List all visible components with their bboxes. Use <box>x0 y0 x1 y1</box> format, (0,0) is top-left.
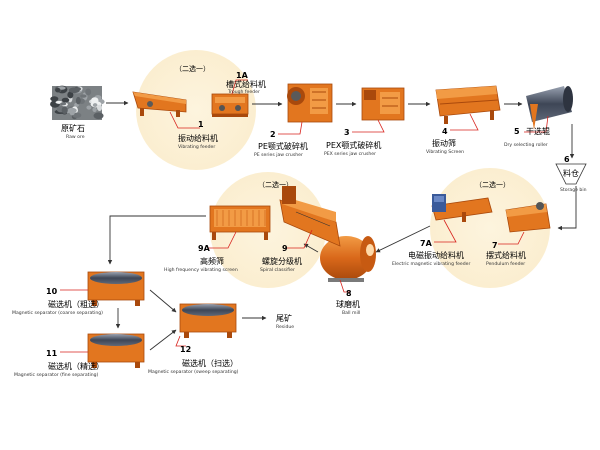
dry-roller-num: 5 <box>514 127 520 136</box>
dry-roller-zh: 干选辊 <box>526 126 550 136</box>
choose-one-label: （二选一） <box>258 180 293 189</box>
vibrating-screen-num: 4 <box>442 127 448 136</box>
ore-rock <box>75 96 81 105</box>
dry-roller-en: Dry selecting roller <box>504 142 548 148</box>
magnetic-separator-coarse-machine <box>87 271 145 306</box>
trough-feeder-machine <box>211 93 249 117</box>
ore-rock <box>93 112 104 120</box>
vibrating-feeder-zh: 振动给料机 <box>178 133 218 143</box>
pendulum-feeder-zh: 摆式给料机 <box>486 250 526 260</box>
leader-lines <box>60 79 549 353</box>
pe-crusher-zh: PE颚式破碎机 <box>258 141 308 151</box>
electric-feeder-en: Electric magnetic vibrating feeder <box>392 261 470 267</box>
spiral-classifier-machine <box>279 186 341 247</box>
mag-sep-coarse-num: 10 <box>46 287 58 296</box>
ore-rock <box>61 97 70 103</box>
ore-rock <box>97 104 103 111</box>
ore-rock <box>85 88 92 96</box>
ore-rock <box>92 103 98 107</box>
mag-sep-coarse-zh: 磁选机（粗选） <box>48 299 104 309</box>
spiral-classifier-num: 9 <box>282 244 288 253</box>
group-highlight-feeders <box>136 50 256 170</box>
ore-rock <box>80 94 87 98</box>
pendulum-feeder-machine <box>505 202 551 233</box>
ore-rock <box>69 110 75 116</box>
vibrating-feeder-num: 1 <box>198 120 204 129</box>
group-highlight-secondary-feeders <box>430 168 550 288</box>
ball-mill-machine <box>320 236 376 282</box>
raw-ore-zh: 原矿石 <box>61 123 85 133</box>
storage-bin-en: Storage bin <box>560 187 587 193</box>
residue-en: Residue <box>276 324 294 330</box>
ore-rock <box>55 87 61 93</box>
mag-sep-fine-zh: 磁选机（精选） <box>48 361 104 371</box>
dry-selecting-roller-machine <box>526 86 573 130</box>
mag-sep-sweep-num: 12 <box>180 345 191 354</box>
storage-bin-num: 6 <box>564 155 570 164</box>
hf-screen-zh: 高频筛 <box>200 256 224 266</box>
magnetic-separator-fine-machine <box>87 333 145 368</box>
mag-sep-sweep-zh: 磁选机（扫选） <box>182 358 238 368</box>
pex-crusher-en: PEX series jaw crusher <box>324 151 376 157</box>
spiral-classifier-zh: 螺旋分级机 <box>262 256 302 266</box>
trough-feeder-zh: 槽式给料机 <box>226 79 266 89</box>
ball-mill-num: 8 <box>346 289 352 298</box>
electric-feeder-zh: 电磁振动给料机 <box>408 250 464 260</box>
ore-rock <box>92 107 97 113</box>
spiral-classifier-en: Spiral classifier <box>260 267 295 273</box>
trough-feeder-num: 1A <box>236 71 249 80</box>
vibrating-screen-en: Vibrating Screen <box>426 149 464 155</box>
mag-sep-fine-en: Magnetic separator (fine separating) <box>14 372 99 378</box>
storage-bin-shape <box>555 163 587 185</box>
flow-arrows <box>106 100 577 351</box>
pe-crusher-num: 2 <box>270 130 276 139</box>
vibrating-feeder-en: Vibrating feeder <box>178 144 215 150</box>
pex-crusher-zh: PEX颚式破碎机 <box>326 140 381 150</box>
pex-crusher-num: 3 <box>344 128 350 137</box>
ball-mill-en: Ball mill <box>342 310 360 316</box>
choose-one-label: （二选一） <box>175 64 210 73</box>
vibrating-screen-machine <box>435 85 501 124</box>
trough-feeder-en: Trough feeder <box>227 89 260 95</box>
vibrating-screen-zh: 振动筛 <box>432 138 456 148</box>
vibrating-feeder-machine <box>132 91 187 117</box>
electric-feeder-machine <box>431 194 493 222</box>
choose-one-label: （二选一） <box>475 180 510 189</box>
ore-rock <box>72 112 82 118</box>
ore-rock <box>74 87 82 92</box>
hf-screen-en: High frequency vibrating screen <box>164 267 238 273</box>
ore-rock <box>86 105 92 110</box>
raw-ore-pile <box>50 85 105 120</box>
ore-rock <box>50 96 59 102</box>
ore-rock <box>61 106 68 114</box>
pe-crusher-en: PE series jaw crusher <box>254 152 303 158</box>
pendulum-feeder-num: 7 <box>492 241 498 250</box>
pex-jaw-crusher-machine <box>361 87 405 121</box>
high-frequency-screen-machine <box>209 205 271 240</box>
residue-zh: 尾矿 <box>276 313 292 323</box>
ore-rock <box>60 102 67 106</box>
storage-bin-zh: 料仓 <box>563 168 579 178</box>
ball-mill-zh: 球磨机 <box>336 299 360 309</box>
pendulum-feeder-en: Pendulum feeder <box>486 261 525 267</box>
mag-sep-sweep-en: Magnetic separator (sweep separating) <box>148 369 239 375</box>
pe-jaw-crusher-machine <box>287 83 333 123</box>
electric-feeder-num: 7A <box>420 239 433 248</box>
raw-ore-en: Raw ore <box>66 134 85 140</box>
magnetic-separator-sweep-machine <box>179 303 237 338</box>
labels: 原矿石 Raw ore 1 振动给料机 Vibrating feeder 1A … <box>12 71 587 378</box>
mag-sep-coarse-en: Magnetic separator (coarse separating) <box>12 310 103 316</box>
mag-sep-fine-num: 11 <box>46 349 58 358</box>
ore-rock <box>67 91 74 99</box>
hf-screen-num: 9A <box>198 244 211 253</box>
